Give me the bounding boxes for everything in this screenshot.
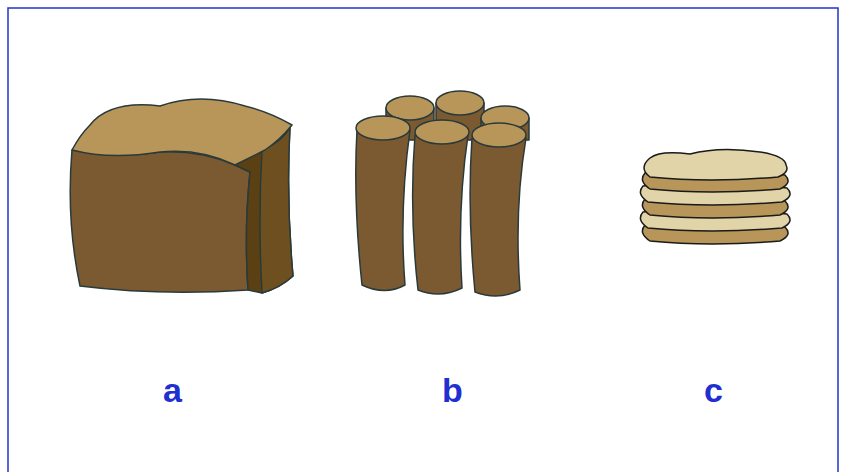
panel-letter: a <box>163 373 182 407</box>
frame <box>8 8 838 472</box>
panel-letter: b <box>442 373 463 407</box>
platy-structure <box>640 149 790 244</box>
columnar-structure <box>356 91 529 296</box>
blocky-structure <box>70 99 293 293</box>
panel-letter: c <box>704 373 723 407</box>
